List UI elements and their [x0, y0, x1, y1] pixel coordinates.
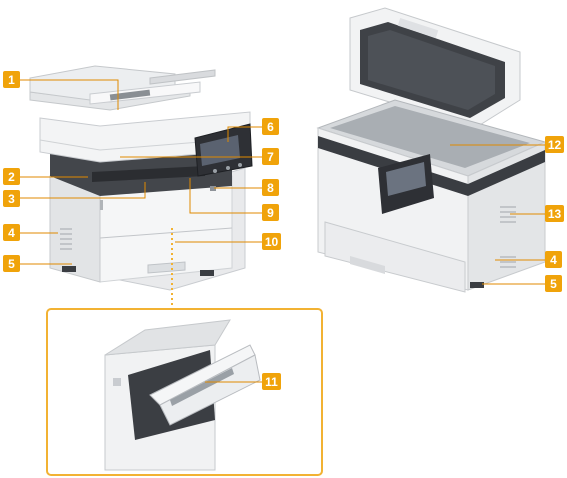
callout-label-12: 12: [548, 138, 562, 152]
callout-badge-3: 3: [3, 190, 20, 207]
printer-front-view: [29, 65, 253, 291]
callout-label-5-right: 5: [550, 277, 557, 291]
callout-label-8: 8: [267, 181, 274, 195]
callout-label-13: 13: [548, 207, 562, 221]
callout-label-11: 11: [265, 375, 278, 389]
callout-badge-7: 7: [262, 148, 279, 165]
callout-label-6: 6: [267, 120, 274, 134]
callout-badge-6: 6: [262, 118, 279, 135]
callout-badge-9: 9: [262, 204, 279, 221]
leader-line-3: [20, 182, 146, 199]
callout-label-3: 3: [8, 192, 15, 206]
callout-label-9: 9: [267, 206, 274, 220]
leader-lines: [20, 79, 545, 383]
inset-frame: [46, 308, 323, 476]
callout-badge-1: 1: [3, 71, 20, 88]
callout-label-2: 2: [8, 170, 15, 184]
callout-label-5: 5: [8, 257, 15, 271]
callout-label-4: 4: [8, 226, 15, 240]
callout-badge-13: 13: [545, 205, 564, 222]
leader-line-9: [189, 178, 262, 214]
printer-open-view: [316, 7, 547, 293]
callout-label-7: 7: [267, 150, 274, 164]
leader-line-1: [20, 79, 119, 110]
callout-badge-5-right: 5: [545, 275, 562, 292]
multi-purpose-tray-illustration: [104, 319, 261, 471]
callout-badge-12: 12: [545, 136, 564, 153]
callout-label-4-right: 4: [550, 253, 557, 267]
callout-badge-2: 2: [3, 168, 20, 185]
callout-label-1: 1: [8, 73, 15, 87]
callout-badge-4-right: 4: [545, 251, 562, 268]
callout-badge-11: 11: [262, 373, 281, 390]
callout-badge-10: 10: [262, 233, 281, 250]
callout-badge-8: 8: [262, 179, 279, 196]
callout-badge-4: 4: [3, 224, 20, 241]
callout-label-10: 10: [265, 235, 279, 249]
callout-badge-5: 5: [3, 255, 20, 272]
leader-line-6: [227, 126, 262, 142]
